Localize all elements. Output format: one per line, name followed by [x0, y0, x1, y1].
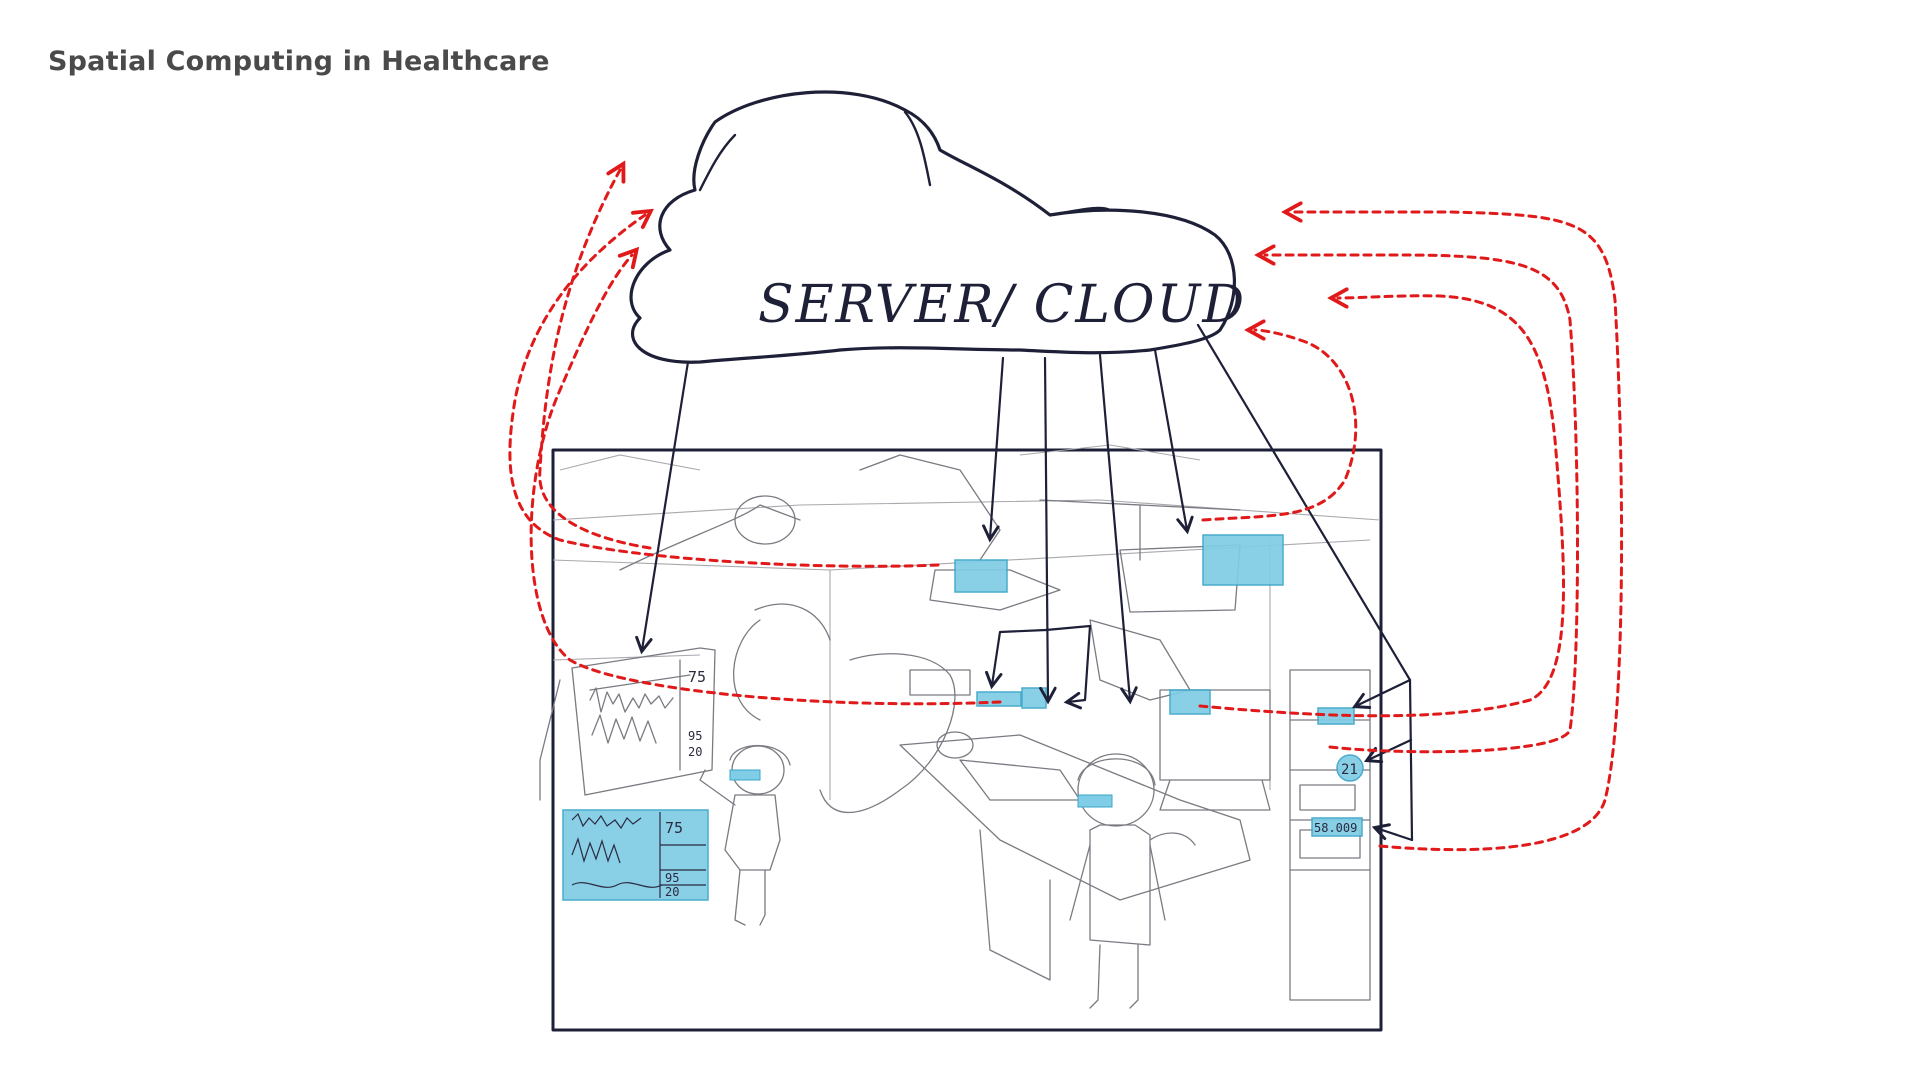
c-arm-base: [734, 620, 760, 720]
lamp-head-left: [735, 496, 795, 544]
surgical-light: [1090, 620, 1190, 700]
lamp-arm-center: [860, 455, 1000, 560]
ar-spo2-value: 95: [665, 871, 679, 885]
ar-hr-value: 75: [665, 819, 683, 837]
arrow-to-monitor: [642, 362, 688, 650]
arrow-to-scan: [1155, 350, 1187, 530]
cart-shelves: [1290, 720, 1370, 870]
arrow-to-lamp: [990, 358, 1003, 538]
vital-signs-monitor: 75 95 20: [540, 648, 715, 800]
arrow-to-station: [1100, 355, 1130, 700]
data-flow-arrow: [540, 170, 650, 548]
c-arm-top: [755, 604, 830, 640]
bed-accessory: [1150, 833, 1195, 845]
cloud-inner-curve: [905, 112, 930, 185]
patient-head: [937, 732, 973, 758]
surgeon-body: [725, 795, 780, 870]
ar-device-overlay: [1022, 688, 1046, 708]
surgical-cap: [730, 746, 790, 765]
patient-body: [960, 760, 1080, 800]
surgeon-head: [1078, 754, 1154, 826]
ar-scan-overlay: [1203, 535, 1283, 585]
cart-device: [1300, 785, 1355, 810]
arrow-to-device-left: [992, 630, 1046, 685]
ar-resp-value: 20: [665, 885, 679, 899]
arrow-to-cart: [1356, 680, 1410, 706]
operating-room-sketch: 75 95 20 75 95 20: [540, 445, 1381, 1030]
bed-pedestal: [980, 830, 1050, 980]
cloud-label: SERVER/ CLOUD: [758, 275, 1246, 335]
ar-station-overlay: [1170, 690, 1210, 714]
server-cloud: SERVER/ CLOUD: [631, 92, 1246, 362]
c-arm-detector: [910, 670, 970, 695]
data-flow-arrow: [1292, 212, 1622, 850]
surgeon-legs: [735, 870, 765, 925]
arrow-to-device-side: [1046, 626, 1090, 702]
ar-overlays: 75 95 20 21 58.009: [563, 535, 1363, 900]
surgeon-front: [1070, 754, 1165, 1008]
ar-timer-value: 21: [1341, 762, 1358, 778]
pulse-waveform: [592, 715, 656, 743]
ecg-waveform: [590, 675, 690, 712]
data-flow-arrow: [1265, 255, 1578, 752]
cloud-inner-curve: [700, 135, 735, 190]
monitor-hr-value: 75: [688, 668, 706, 686]
cloud-to-room-arrows: [642, 325, 1412, 840]
monitor-pole: [540, 680, 560, 800]
surgeon-coat: [1090, 825, 1150, 945]
surgeon-left: [700, 746, 790, 925]
monitor-resp-value: 20: [688, 745, 702, 759]
arrow-to-device: [1045, 358, 1048, 700]
data-flow-arrow: [1203, 330, 1356, 520]
surgeon-legs: [1090, 945, 1138, 1008]
ar-glasses-icon: [1078, 795, 1112, 807]
c-arm-body: [820, 654, 955, 813]
ar-lamp-overlay: [955, 560, 1007, 592]
ar-glasses-icon: [730, 770, 760, 780]
data-flow-arrow: [510, 215, 938, 566]
monitor-spo2-value: 95: [688, 729, 702, 743]
operating-bed: [900, 735, 1250, 900]
station-base: [1160, 780, 1270, 810]
room-to-cloud-arrows: [510, 170, 1622, 850]
ar-counter-value: 58.009: [1314, 821, 1357, 835]
